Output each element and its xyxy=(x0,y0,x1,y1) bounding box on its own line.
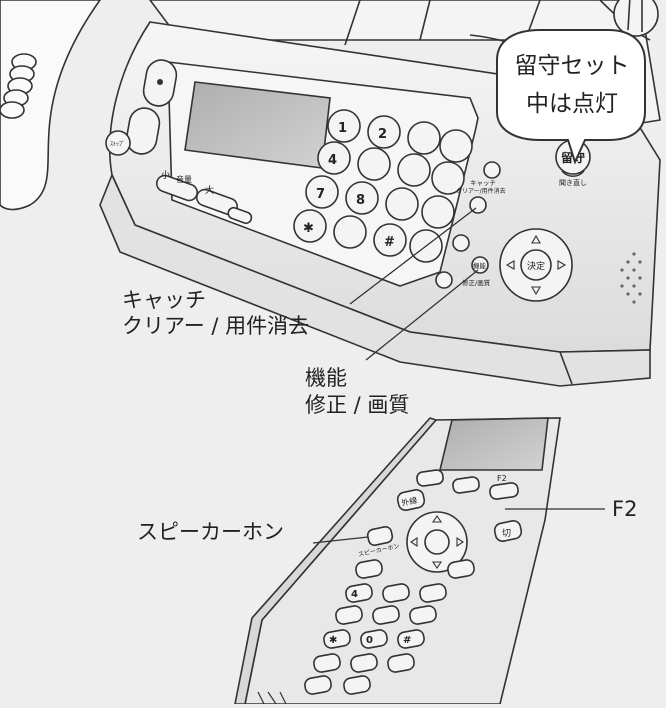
callout-speakerphone: スピーカーホン xyxy=(137,520,284,544)
callout-function-line1: 機能 xyxy=(305,366,347,390)
key-9[interactable] xyxy=(385,187,419,221)
kettei-button[interactable] xyxy=(520,249,552,281)
handset-key-hash-label: # xyxy=(403,635,411,646)
handset-key-0[interactable] xyxy=(360,629,388,649)
base-front xyxy=(99,172,651,387)
kiru-key[interactable] xyxy=(493,519,523,543)
callout-function-line2: 修正 / 画質 xyxy=(305,393,410,417)
bubble-line-2: 中は点灯 xyxy=(526,91,618,117)
handset-key-hash[interactable] xyxy=(397,629,425,649)
key-7[interactable] xyxy=(305,175,339,209)
handset-softkey-1[interactable] xyxy=(416,469,444,487)
bubble-line-1: 留守セット xyxy=(514,53,630,79)
handset-key-r1c[interactable] xyxy=(447,559,475,579)
handset-key-star[interactable] xyxy=(323,629,351,649)
handset-key-9[interactable] xyxy=(409,605,437,625)
indicator-bubble xyxy=(496,29,646,165)
key-8[interactable] xyxy=(345,181,379,215)
key-7-label: 7 xyxy=(316,187,325,202)
handset-key-5[interactable] xyxy=(382,583,410,603)
stop-key-label: ｽﾄｯﾌﾟ xyxy=(110,141,125,148)
handset-nav-center[interactable] xyxy=(424,529,450,555)
speakerphone-key[interactable] xyxy=(366,525,394,547)
handset-key-extra-4[interactable] xyxy=(304,675,332,695)
handset-key-extra-2[interactable] xyxy=(350,653,378,673)
handset-f2-label: F2 xyxy=(497,474,507,483)
corded-handset xyxy=(0,0,101,211)
callout-catch-line2: クリアー / 用件消去 xyxy=(122,314,310,338)
stop-key[interactable] xyxy=(105,130,131,156)
right-button-4[interactable] xyxy=(435,271,453,289)
right-button-3[interactable] xyxy=(452,234,470,252)
left-bottom-button[interactable] xyxy=(124,106,162,157)
handset-softkey-2[interactable] xyxy=(452,476,480,494)
key-1-label: 1 xyxy=(338,121,347,136)
key-extra-2[interactable] xyxy=(431,161,465,195)
catch-key-label-2: クリアー/用件消去 xyxy=(456,187,506,195)
function-leader xyxy=(365,269,479,361)
callout-catch-line1: キャッチ xyxy=(122,288,206,312)
cordless-handset xyxy=(234,417,561,705)
function-key-top: 機能 xyxy=(473,261,487,270)
rusu-sub-label: 聞き直し xyxy=(559,178,587,187)
small-button[interactable] xyxy=(227,206,253,225)
key-8-label: 8 xyxy=(356,193,365,208)
key-3[interactable] xyxy=(407,121,441,155)
callout-f2: F2 xyxy=(612,497,638,521)
keypad-labels: 1 2 4 7 8 ✱ # xyxy=(303,121,395,250)
key-2-label: 2 xyxy=(378,127,387,142)
nav-arrows-icon xyxy=(505,234,567,296)
handset-key-r1a[interactable] xyxy=(355,559,383,579)
handset-key-star-label: ✱ xyxy=(329,635,337,646)
handset-key-0-label: 0 xyxy=(366,635,373,646)
kiru-label: 切 xyxy=(502,528,511,539)
catch-key-label-1: キャッチ xyxy=(470,179,496,187)
gaisen-key[interactable] xyxy=(396,488,426,512)
handset-keypad xyxy=(304,559,475,695)
catch-leader xyxy=(349,207,477,305)
key-6[interactable] xyxy=(397,153,431,187)
handset-key-7[interactable] xyxy=(335,605,363,625)
gaisen-label: 外線 xyxy=(400,495,418,508)
handset-key-6[interactable] xyxy=(419,583,447,603)
volume-large-label: 大 xyxy=(205,184,214,196)
handset-screen xyxy=(438,417,549,471)
key-4-label: 4 xyxy=(328,153,337,168)
handset-key-4-label: 4 xyxy=(351,589,358,600)
handset-key-extra-3[interactable] xyxy=(387,653,415,673)
key-extra-3[interactable] xyxy=(421,195,455,229)
key-star-label: ✱ xyxy=(303,221,314,236)
key-4[interactable] xyxy=(317,141,351,175)
handset-f2-key[interactable] xyxy=(489,482,519,500)
volume-label: 音量 xyxy=(176,174,192,184)
mic-slot-icon xyxy=(257,691,287,705)
key-hash[interactable] xyxy=(373,223,407,257)
leader-lines xyxy=(312,207,605,544)
key-0[interactable] xyxy=(333,215,367,249)
handset-key-4[interactable] xyxy=(345,583,373,603)
key-1[interactable] xyxy=(327,109,361,143)
handset-key-8[interactable] xyxy=(372,605,400,625)
key-star[interactable] xyxy=(293,209,327,243)
handset-key-extra-1[interactable] xyxy=(313,653,341,673)
coil-cord-icon xyxy=(0,53,37,119)
function-key-label: 修正/画質 xyxy=(462,278,491,287)
function-key[interactable] xyxy=(471,256,489,274)
speaker-grille-icon xyxy=(620,252,642,304)
kettei-label: 決定 xyxy=(527,260,545,272)
handset-key-extra-5[interactable] xyxy=(343,675,371,695)
speaker-leader xyxy=(312,536,369,544)
key-5[interactable] xyxy=(357,147,391,181)
key-hash-label: # xyxy=(384,235,395,250)
key-extra-1[interactable] xyxy=(439,129,473,163)
right-button-1[interactable] xyxy=(483,161,501,179)
key-2[interactable] xyxy=(367,115,401,149)
handset-nav-arrows-icon xyxy=(410,515,464,569)
keypad xyxy=(293,109,473,263)
volume-small-label: 小 xyxy=(161,170,170,181)
paper-roller-icon xyxy=(613,0,659,37)
